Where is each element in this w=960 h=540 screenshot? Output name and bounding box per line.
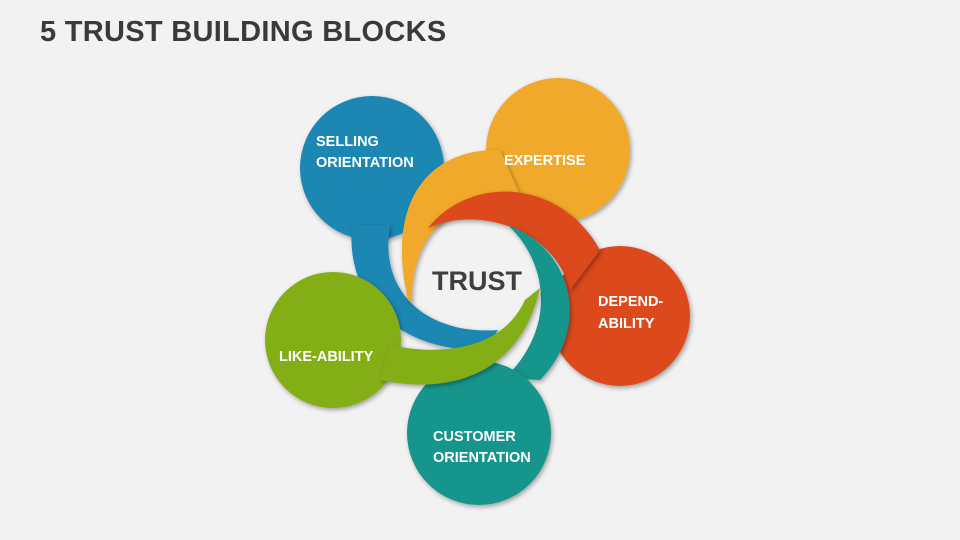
- dependability-label-2: ABILITY: [598, 316, 655, 332]
- dependability-arc: [428, 191, 600, 290]
- expertise-bubble: [486, 78, 630, 222]
- likeability-bubble: [265, 272, 401, 408]
- block-customer-orientation: CUSTOMER ORIENTATION: [407, 225, 570, 505]
- svg-text:DEPEND- ABILITY: DEPEND- ABILITY: [598, 294, 667, 332]
- expertise-label: EXPERTISE: [504, 153, 586, 169]
- dependability-bubble: [550, 246, 690, 386]
- customer-label-2: ORIENTATION: [433, 450, 531, 466]
- selling-bubble: [300, 96, 444, 240]
- block-like-ability: LIKE-ABILITY: [265, 272, 540, 408]
- customer-bubble: [407, 361, 551, 505]
- expertise-arc: [401, 149, 520, 303]
- svg-text:EXPERTISE: EXPERTISE: [504, 153, 586, 169]
- svg-text:SELLING ORIENTATION: SELLING ORIENTATION: [316, 134, 414, 171]
- svg-text:LIKE-ABILITY: LIKE-ABILITY: [279, 349, 374, 365]
- slide-title: 5 TRUST BUILDING BLOCKS: [40, 16, 447, 48]
- block-dependability: DEPEND- ABILITY: [428, 191, 690, 386]
- selling-label-1: SELLING: [316, 134, 379, 150]
- selling-label-2: ORIENTATION: [316, 155, 414, 171]
- block-expertise: EXPERTISE: [401, 78, 630, 303]
- likeability-arc: [380, 288, 540, 385]
- customer-label-1: CUSTOMER: [433, 429, 516, 445]
- dependability-label-1: DEPEND-: [598, 294, 663, 310]
- svg-text:CUSTOMER ORIENTATION: CUSTOMER ORIENTATION: [433, 429, 531, 466]
- center-trust-label: TRUST: [432, 266, 522, 296]
- likeability-label: LIKE-ABILITY: [279, 349, 374, 365]
- customer-arc: [505, 225, 570, 380]
